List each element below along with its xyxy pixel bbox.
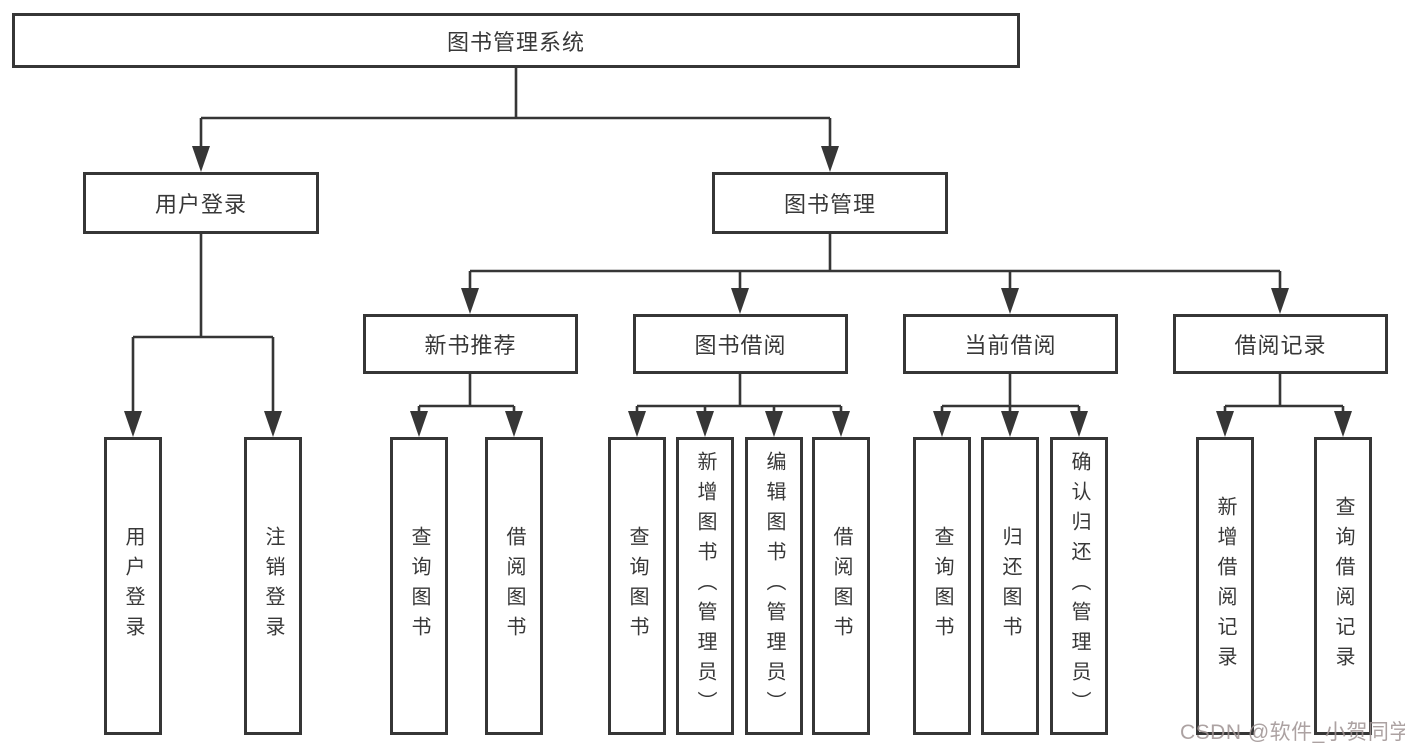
node-book-borrowing: 图书借阅 — [633, 314, 848, 374]
node-borrowing-records-label: 借阅记录 — [1234, 333, 1327, 358]
leaf-nbr-query-books: 查询图书 — [390, 437, 448, 735]
node-user-login-label: 用户登录 — [154, 192, 247, 217]
leaf-nbr-query-books-label: 查询图书 — [408, 526, 430, 646]
leaf-cb-return-books: 归还图书 — [981, 437, 1039, 735]
leaf-bb-edit-books-admin-label: 编辑图书（管理员） — [763, 451, 785, 721]
connector-user-login-to-leaves — [124, 234, 282, 437]
leaf-bb-query-books-label: 查询图书 — [626, 526, 648, 646]
leaf-cb-return-books-label: 归还图书 — [999, 526, 1021, 646]
leaf-bb-add-books-admin: 新增图书（管理员） — [676, 437, 734, 735]
connector-book-borrow-to-leaves — [628, 374, 850, 437]
node-book-management: 图书管理 — [712, 172, 948, 234]
leaf-nbr-borrow-books: 借阅图书 — [485, 437, 543, 735]
leaf-bb-add-books-admin-label: 新增图书（管理员） — [694, 451, 716, 721]
leaf-bb-query-books: 查询图书 — [608, 437, 666, 735]
leaf-nbr-borrow-books-label: 借阅图书 — [503, 526, 525, 646]
node-root-system-label: 图书管理系统 — [446, 29, 585, 55]
leaf-bb-edit-books-admin: 编辑图书（管理员） — [745, 437, 803, 735]
csdn-watermark: CSDN @软件_小贺同学 — [1180, 721, 1405, 744]
node-root-system: 图书管理系统 — [12, 13, 1020, 68]
leaf-user-login: 用户登录 — [104, 437, 162, 735]
node-user-login: 用户登录 — [83, 172, 319, 234]
node-current-borrowing: 当前借阅 — [903, 314, 1118, 374]
connector-root-to-level2 — [192, 68, 839, 172]
node-new-book-recommendation: 新书推荐 — [363, 314, 578, 374]
leaf-cb-query-books-label: 查询图书 — [931, 526, 953, 646]
node-book-management-label: 图书管理 — [783, 192, 876, 217]
connector-book-management-to-level3 — [461, 234, 1289, 314]
leaf-user-login-label: 用户登录 — [122, 526, 144, 646]
leaf-bb-borrow-books: 借阅图书 — [812, 437, 870, 735]
leaf-br-query-record: 查询借阅记录 — [1314, 437, 1372, 735]
node-new-book-recommendation-label: 新书推荐 — [424, 333, 517, 358]
leaf-logout: 注销登录 — [244, 437, 302, 735]
leaf-cb-confirm-return-admin: 确认归还（管理员） — [1050, 437, 1108, 735]
node-current-borrowing-label: 当前借阅 — [964, 333, 1057, 358]
leaf-br-add-record: 新增借阅记录 — [1196, 437, 1254, 735]
leaf-bb-borrow-books-label: 借阅图书 — [830, 526, 852, 646]
node-borrowing-records: 借阅记录 — [1173, 314, 1388, 374]
leaf-br-query-record-label: 查询借阅记录 — [1332, 496, 1354, 676]
connector-current-borrow-to-leaves — [933, 374, 1088, 437]
node-book-borrowing-label: 图书借阅 — [694, 333, 787, 358]
leaf-br-add-record-label: 新增借阅记录 — [1214, 496, 1236, 676]
connector-new-book-rec-to-leaves — [410, 374, 523, 437]
leaf-logout-label: 注销登录 — [262, 526, 284, 646]
connector-borrow-records-to-leaves — [1216, 374, 1352, 437]
leaf-cb-query-books: 查询图书 — [913, 437, 971, 735]
leaf-cb-confirm-return-admin-label: 确认归还（管理员） — [1068, 451, 1090, 721]
